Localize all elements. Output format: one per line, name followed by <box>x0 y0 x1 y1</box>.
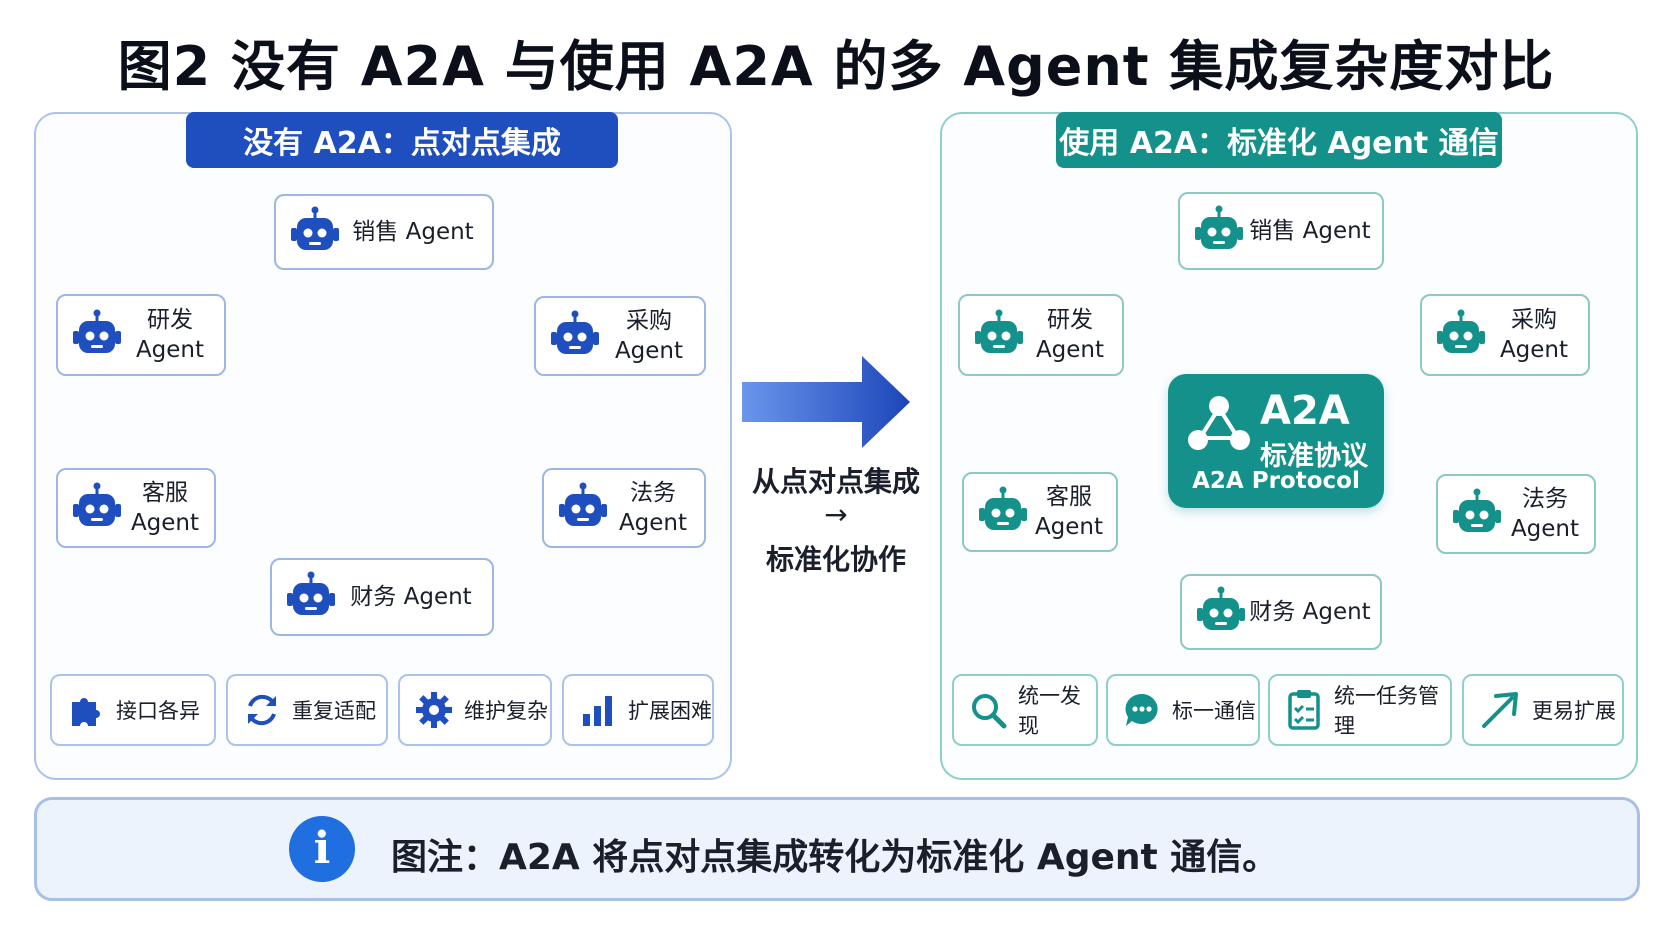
pill-scaling: 扩展困难 <box>562 674 714 746</box>
gear-icon <box>416 692 452 728</box>
transition-line-2: 标准化协作 <box>765 543 906 576</box>
left-agent-finance: 财务 Agent <box>270 558 494 636</box>
agent-label: 财务 Agent <box>350 584 472 610</box>
puzzle-icon <box>72 698 100 726</box>
caption-text: 图注：A2A 将点对点集成转化为标准化 Agent 通信。 <box>391 837 1279 878</box>
robot-icon <box>291 206 339 250</box>
search-icon <box>972 694 1007 729</box>
pill-label: 统一任务管理 <box>1334 684 1439 738</box>
right-agent-finance: 财务 Agent <box>1180 574 1382 650</box>
right-panel-header: 使用 A2A：标准化 Agent 通信 <box>1056 112 1502 168</box>
pill-label: 重复适配 <box>292 699 376 723</box>
transition-arrow <box>742 356 910 448</box>
hub-caption: A2A Protocol <box>1192 468 1360 494</box>
left-agent-sales: 销售 Agent <box>274 194 494 270</box>
pill-interface-varies: 接口各异 <box>50 674 216 746</box>
pill-label: 更易扩展 <box>1532 699 1616 723</box>
pill-label: 维护复杂 <box>464 699 548 723</box>
robot-icon <box>1195 205 1243 249</box>
pill-task-management: 统一任务管理 <box>1268 674 1452 746</box>
transition-line-1: 从点对点集成 <box>751 465 920 498</box>
robot-icon <box>73 482 121 526</box>
agent-label: 销售 Agent <box>352 219 474 245</box>
robot-icon <box>1453 488 1501 532</box>
robot-icon <box>551 310 599 354</box>
page-title: 图2 没有 A2A 与使用 A2A 的多 Agent 集成复杂度对比 <box>117 35 1555 98</box>
robot-icon <box>287 571 335 615</box>
pill-discovery: 统一发现 <box>952 674 1098 746</box>
transition-arrow-glyph: → <box>824 498 848 531</box>
pill-scalability: 更易扩展 <box>1462 674 1624 746</box>
pill-repeat-adapt: 重复适配 <box>226 674 388 746</box>
left-panel-header: 没有 A2A：点对点集成 <box>186 112 618 168</box>
hub-subtitle: 标准协议 <box>1260 441 1368 472</box>
robot-icon <box>559 482 607 526</box>
right-agent-sales: 销售 Agent <box>1178 192 1384 270</box>
chat-icon <box>1125 693 1158 726</box>
pill-label: 标一通信 <box>1172 699 1256 723</box>
a2a-hub: A2A 标准协议 A2A Protocol <box>1168 374 1384 508</box>
agent-label: 销售 Agent <box>1249 218 1371 244</box>
hub-title: A2A <box>1260 388 1350 434</box>
pill-label: 统一发现 <box>1018 684 1081 738</box>
pill-maintenance: 维护复杂 <box>398 674 552 746</box>
refresh-icon <box>248 694 276 726</box>
pill-label: 扩展困难 <box>628 699 712 723</box>
robot-icon <box>1437 309 1485 353</box>
clipboard-icon <box>1288 690 1320 730</box>
network-icon <box>1188 396 1250 450</box>
agent-label: 财务 Agent <box>1249 599 1371 625</box>
pill-communication: 标一通信 <box>1106 674 1260 746</box>
caption-note: i 图注：A2A 将点对点集成转化为标准化 Agent 通信。 <box>34 797 1640 901</box>
robot-icon <box>975 309 1023 353</box>
pill-label: 接口各异 <box>116 699 200 723</box>
arrow-up-right-icon <box>1482 692 1518 728</box>
robot-icon <box>73 309 121 353</box>
info-icon: i <box>289 816 355 882</box>
robot-icon <box>1197 586 1245 630</box>
robot-icon <box>979 486 1027 530</box>
bar-chart-icon <box>583 696 612 726</box>
